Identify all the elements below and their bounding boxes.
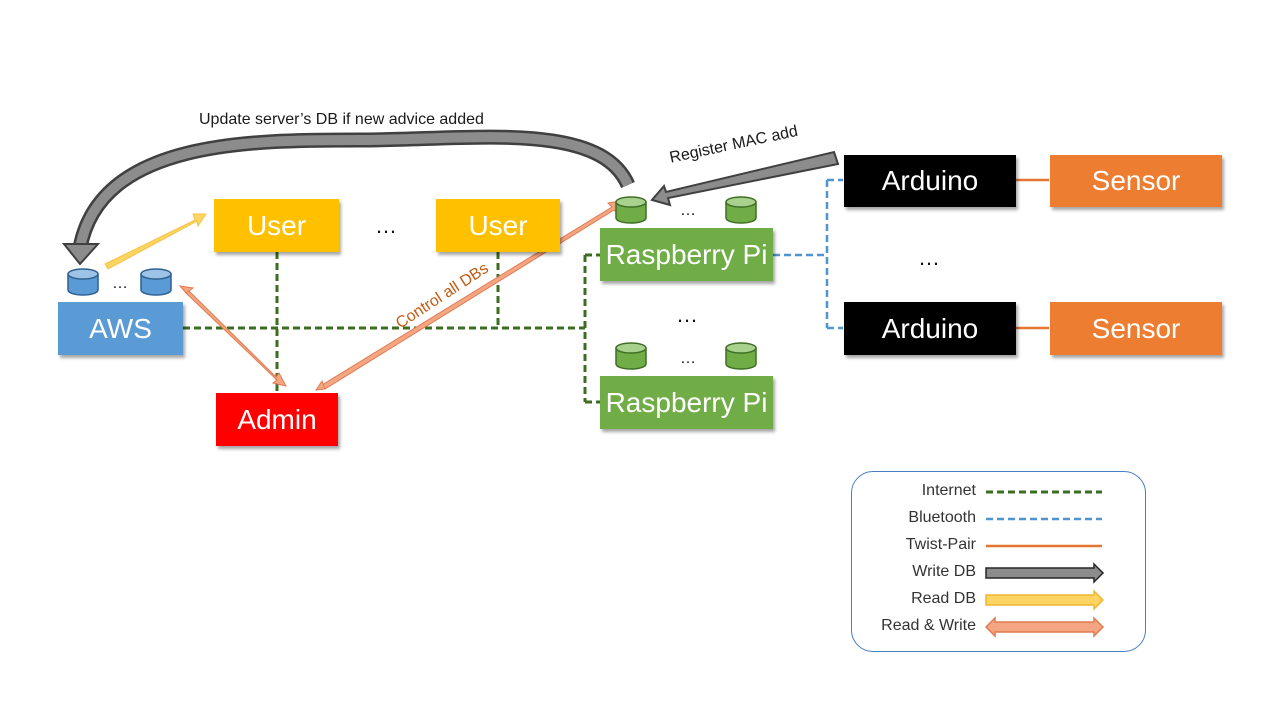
aws-db-ellipsis: … — [112, 275, 128, 292]
rpi1-db-2 — [725, 196, 757, 224]
write-db-arrowhead — [61, 243, 101, 266]
bluetooth-links — [773, 178, 843, 330]
arduino-node-2: Arduino — [844, 302, 1016, 355]
legend-label-internet: Internet — [921, 482, 976, 499]
legend-label-bluetooth: Bluetooth — [908, 509, 976, 526]
legend-sample-writedb — [985, 562, 1105, 584]
legend-label-readwrite: Read & Write — [881, 617, 976, 634]
legend-label-twistpair: Twist-Pair — [905, 536, 976, 553]
legend-sample-readwrite — [984, 616, 1105, 638]
read-db-arrow — [104, 213, 207, 270]
legend-label-readdb: Read DB — [911, 590, 976, 607]
rpi1-db-1 — [615, 196, 647, 224]
user-node-1: User — [214, 199, 339, 252]
read-write-aws-admin — [178, 285, 287, 387]
twistpair-links — [1016, 178, 1049, 330]
legend-sample-readdb — [985, 589, 1105, 611]
rpi-ellipsis: … — [676, 302, 698, 327]
legend-samples — [984, 490, 1105, 638]
legend-box — [851, 471, 1146, 652]
update-server-label: Update server’s DB if new advice added — [199, 111, 484, 128]
rpi2-db-ellipsis: … — [680, 350, 696, 367]
aws-node: AWS — [58, 302, 183, 355]
users-ellipsis: … — [375, 213, 397, 238]
arduino-node-1: Arduino — [844, 155, 1016, 207]
raspberry-pi-node-1: Raspberry Pi — [600, 228, 773, 281]
aws-db-1 — [67, 268, 99, 296]
user-node-2: User — [436, 199, 560, 252]
db-cylinders — [67, 196, 757, 370]
aws-db-2 — [140, 268, 172, 296]
arduino-ellipsis: … — [918, 245, 940, 270]
rpi1-db-ellipsis: … — [680, 202, 696, 219]
raspberry-pi-node-2: Raspberry Pi — [600, 376, 773, 429]
rpi2-db-2 — [725, 342, 757, 370]
rpi2-db-1 — [615, 342, 647, 370]
sensor-node-1: Sensor — [1050, 155, 1222, 207]
legend-label-writedb: Write DB — [912, 563, 976, 580]
register-mac-arrow — [650, 150, 840, 207]
admin-node: Admin — [216, 393, 338, 446]
internet-links — [183, 252, 600, 404]
sensor-node-2: Sensor — [1050, 302, 1222, 355]
